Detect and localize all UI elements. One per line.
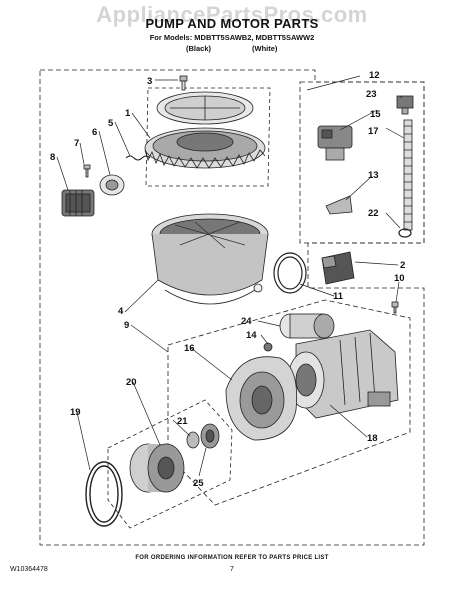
part-8-diverter bbox=[61, 189, 95, 217]
part-6-float bbox=[99, 174, 125, 196]
part-22-clamp bbox=[398, 228, 412, 238]
part-19-gasket bbox=[85, 461, 123, 527]
callout-18: 18 bbox=[367, 433, 378, 444]
callout-6: 6 bbox=[92, 127, 97, 138]
part-3-screw bbox=[179, 75, 188, 91]
color-white-label: (White) bbox=[252, 44, 278, 53]
subassembly-12-box bbox=[299, 81, 425, 244]
callout-3: 3 bbox=[147, 76, 152, 87]
part-23-connector bbox=[396, 95, 414, 115]
callout-23: 23 bbox=[366, 89, 377, 100]
callout-12: 12 bbox=[369, 70, 380, 81]
callout-11: 11 bbox=[333, 291, 344, 302]
callout-8: 8 bbox=[50, 152, 55, 163]
part-4-sump bbox=[151, 213, 269, 305]
callout-20: 20 bbox=[126, 377, 137, 388]
part-17-hose bbox=[403, 119, 413, 231]
callout-1: 1 bbox=[125, 108, 131, 119]
part-7-screw bbox=[83, 164, 91, 178]
callout-17: 17 bbox=[368, 126, 379, 137]
callout-15: 15 bbox=[370, 109, 381, 120]
part-14-screw bbox=[263, 342, 273, 352]
callout-10: 10 bbox=[394, 273, 405, 284]
callout-19: 19 bbox=[70, 407, 81, 418]
seal-kit-box bbox=[107, 399, 233, 529]
callout-14: 14 bbox=[246, 330, 257, 341]
callout-24: 24 bbox=[241, 316, 252, 327]
callout-25: 25 bbox=[193, 478, 204, 489]
page-title: PUMP AND MOTOR PARTS bbox=[145, 16, 319, 31]
part-11-gasket bbox=[273, 252, 307, 294]
callout-16: 16 bbox=[184, 343, 195, 354]
part-15-sensor bbox=[317, 125, 353, 161]
part-13-clip bbox=[325, 195, 353, 215]
part-18-motor bbox=[287, 329, 399, 419]
callout-9: 9 bbox=[124, 320, 129, 331]
part-24-capacitor bbox=[279, 313, 335, 339]
callout-5: 5 bbox=[108, 118, 114, 129]
callout-labels: 3 1 5 6 7 8 4 9 12 23 15 17 13 22 2 10 1… bbox=[50, 70, 405, 489]
part-21-seal bbox=[186, 423, 220, 449]
callout-7: 7 bbox=[74, 138, 79, 149]
part-2-bracket bbox=[321, 251, 355, 285]
callout-21: 21 bbox=[177, 416, 188, 427]
color-black-label: (Black) bbox=[186, 44, 212, 53]
part-10-screw bbox=[391, 301, 399, 314]
callout-22: 22 bbox=[368, 208, 379, 219]
callout-13: 13 bbox=[368, 170, 379, 181]
models-line: For Models: MDBTT5SAWB2, MDBTT5SAWW2 bbox=[149, 33, 315, 42]
ordering-note: FOR ORDERING INFORMATION REFER TO PARTS … bbox=[135, 555, 329, 561]
watermark: AppliancePartsPros.com bbox=[96, 2, 368, 27]
callout-4: 4 bbox=[118, 306, 124, 317]
leader-lines bbox=[56, 75, 405, 477]
part-20-impeller bbox=[129, 443, 185, 493]
page-number: 7 bbox=[230, 566, 234, 573]
part-1-filter-cover bbox=[144, 91, 266, 169]
document-number: W10364478 bbox=[10, 566, 48, 573]
part-16-pump-housing bbox=[225, 356, 298, 441]
callout-2: 2 bbox=[400, 260, 405, 271]
